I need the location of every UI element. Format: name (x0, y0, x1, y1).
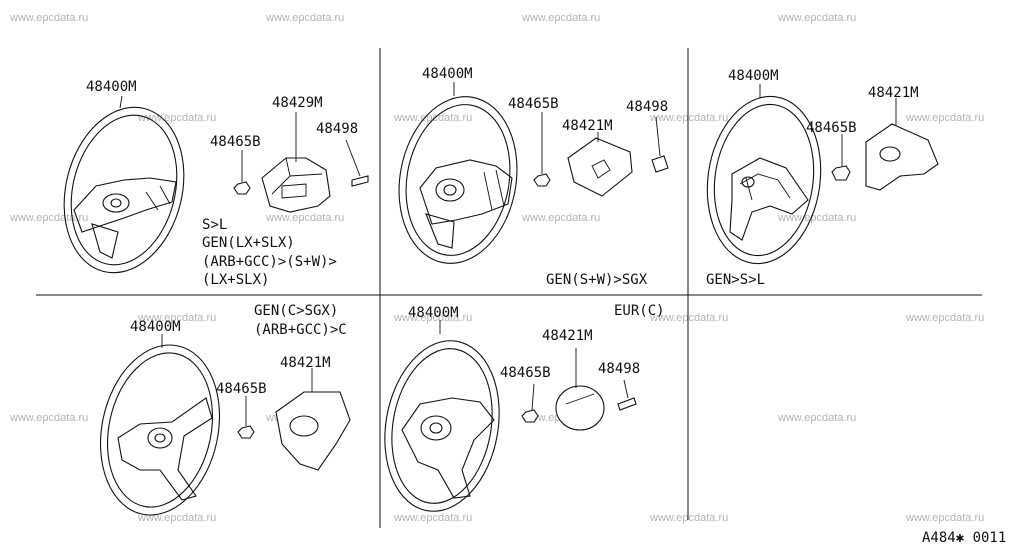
condition-label: EUR(C) (614, 303, 665, 319)
part-label: 48465B (216, 381, 267, 397)
condition-label: S>L (202, 217, 227, 233)
part-label: 48400M (86, 79, 137, 95)
panel-3: 48400M 48421M 48465B GEN>S>L (706, 68, 939, 288)
watermark: www.epcdata.ru (777, 212, 856, 224)
watermark: www.epcdata.ru (9, 412, 88, 424)
condition-label: (ARB+GCC)>(S+W)> (202, 254, 337, 270)
emblem-part (345, 139, 369, 187)
nut-part (521, 383, 539, 423)
condition-label: GEN(LX+SLX) (202, 235, 295, 251)
condition-label: (LX+SLX) (202, 272, 269, 288)
part-label: 48421M (562, 118, 613, 134)
part-label: 48498 (598, 361, 640, 377)
watermark: www.epcdata.ru (649, 112, 728, 124)
part-label: 48400M (422, 66, 473, 82)
steering-wheel (384, 340, 500, 512)
part-label: 48400M (130, 319, 181, 335)
panel-5: 48400M 48421M 48465B 48498 EUR(C) (384, 303, 665, 512)
watermark: www.epcdata.ru (137, 112, 216, 124)
steering-wheel (99, 344, 221, 516)
nut-part (233, 150, 251, 195)
watermarks: www.epcdata.ru www.epcdata.ru www.epcdat… (9, 12, 984, 524)
part-label: 48421M (542, 328, 593, 344)
watermark: www.epcdata.ru (9, 212, 88, 224)
part-label: 48465B (210, 134, 261, 150)
part-label: 48498 (316, 121, 358, 137)
pad-assembly (567, 132, 633, 197)
watermark: www.epcdata.ru (265, 12, 344, 24)
watermark: www.epcdata.ru (777, 12, 856, 24)
steering-wheel (706, 95, 822, 265)
pad-assembly (261, 112, 331, 213)
watermark: www.epcdata.ru (393, 112, 472, 124)
nut-part (237, 396, 255, 439)
steering-wheel (398, 96, 518, 264)
watermark: www.epcdata.ru (649, 312, 728, 324)
part-label: 48421M (280, 355, 331, 371)
emblem-part (651, 116, 669, 173)
condition-label: (ARB+GCC)>C (254, 322, 347, 338)
part-label: 48400M (408, 305, 459, 321)
watermark: www.epcdata.ru (521, 12, 600, 24)
part-label: 48421M (868, 85, 919, 101)
condition-label: GEN>S>L (706, 272, 765, 288)
part-label: 48465B (500, 365, 551, 381)
watermark: www.epcdata.ru (649, 512, 728, 524)
part-label: 48400M (728, 68, 779, 84)
pad-assembly (865, 98, 939, 191)
nut-part (533, 112, 551, 187)
watermark: www.epcdata.ru (521, 212, 600, 224)
part-label: 48429M (272, 95, 323, 111)
pad-assembly (555, 348, 605, 431)
watermark: www.epcdata.ru (137, 312, 216, 324)
panel-dividers (36, 48, 982, 528)
panel-4: 48400M 48421M 48465B GEN(C>SGX) (ARB+GCC… (99, 303, 351, 516)
watermark: www.epcdata.ru (905, 512, 984, 524)
watermark: www.epcdata.ru (393, 312, 472, 324)
emblem-part (617, 379, 637, 411)
pad-assembly (275, 368, 351, 471)
panel-2: 48400M 48465B 48421M 48498 GEN(S+W)>SGX (398, 66, 669, 288)
watermark: www.epcdata.ru (393, 512, 472, 524)
watermark: www.epcdata.ru (9, 12, 88, 24)
steering-wheel (63, 106, 185, 274)
watermark: www.epcdata.ru (905, 112, 984, 124)
watermark: www.epcdata.ru (777, 412, 856, 424)
panel-1: 48400M 48429M 48465B 48498 S>L GEN(LX+SL… (63, 79, 369, 288)
watermark: www.epcdata.ru (905, 312, 984, 324)
part-label: 48498 (626, 99, 668, 115)
watermark: www.epcdata.ru (265, 212, 344, 224)
diagram-code: A484✱ 0011 (922, 530, 1006, 546)
part-label: 48465B (806, 120, 857, 136)
nut-part (831, 134, 851, 181)
condition-label: GEN(S+W)>SGX (546, 272, 648, 288)
part-label: 48465B (508, 96, 559, 112)
watermark: www.epcdata.ru (137, 512, 216, 524)
condition-label: GEN(C>SGX) (254, 303, 338, 319)
